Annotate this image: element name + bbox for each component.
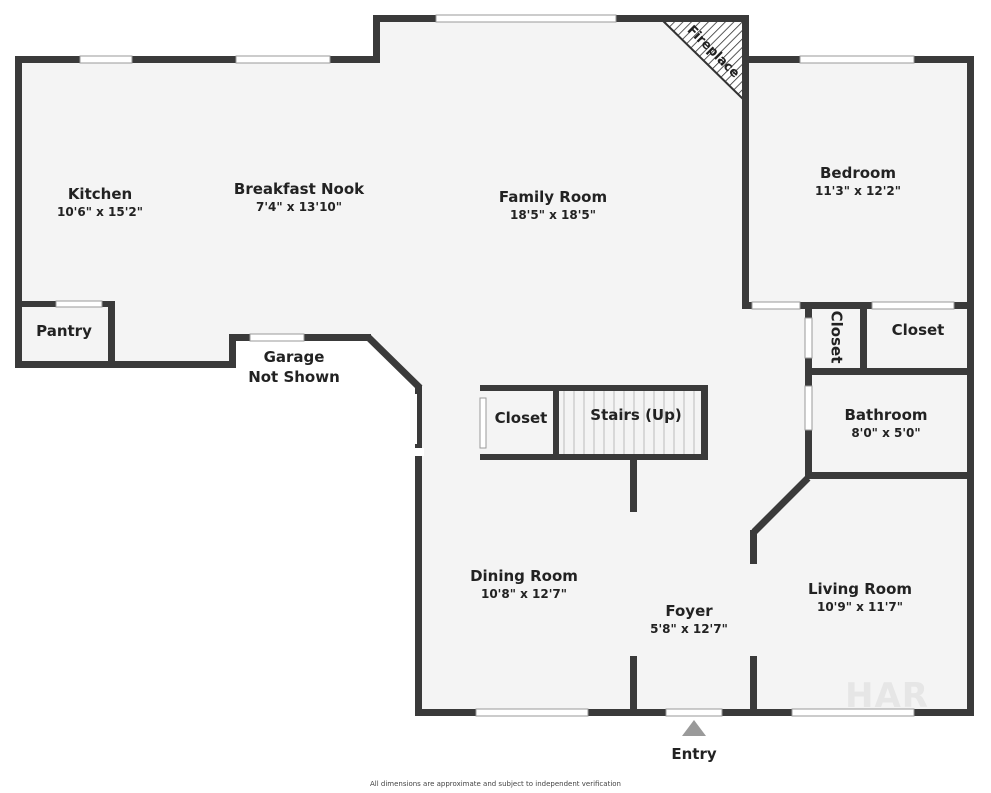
foyer-dims: 5'8" x 12'7" [650, 622, 728, 636]
kitchen-name: Kitchen [68, 185, 132, 203]
bedroom-name: Bedroom [820, 164, 896, 182]
closet-right-name: Closet [892, 321, 945, 339]
hall-closet-name: Closet [495, 409, 548, 427]
closet-vertical-name: Closet [828, 311, 846, 364]
living-room-name: Living Room [808, 580, 912, 598]
bath-door [804, 385, 813, 431]
dining-opening [413, 448, 424, 456]
dining-room-dims: 10'8" x 12'7" [481, 587, 567, 601]
breakfast-nook-dims: 7'4" x 13'10" [256, 200, 342, 214]
kitchen-dims: 10'6" x 15'2" [57, 205, 143, 219]
room-labels: Kitchen 10'6" x 15'2" Breakfast Nook 7'4… [36, 164, 944, 763]
entry-label: Entry [671, 745, 716, 763]
pantry-name: Pantry [36, 322, 92, 340]
breakfast-nook-name: Breakfast Nook [234, 180, 365, 198]
closet-vert-door [804, 317, 813, 359]
garage-label-line2: Not Shown [248, 368, 340, 386]
closet-door [871, 301, 955, 310]
living-window [791, 708, 915, 717]
stairs-treads [563, 391, 695, 454]
windows [55, 14, 955, 717]
kitchen-window [79, 55, 133, 64]
family-window [435, 14, 617, 23]
stairs-name: Stairs (Up) [590, 406, 681, 424]
bedroom-door [751, 301, 801, 310]
entry-arrow-icon [682, 720, 706, 736]
entry-door [665, 708, 723, 717]
hall-closet-door [479, 397, 487, 449]
floor-area [18, 18, 970, 712]
walls [15, 15, 974, 716]
family-room-dims: 18'5" x 18'5" [510, 208, 596, 222]
garage-label-line1: Garage [264, 348, 325, 366]
bathroom-dims: 8'0" x 5'0" [851, 426, 920, 440]
bathroom-name: Bathroom [844, 406, 927, 424]
bedroom-window [799, 55, 915, 64]
dining-room-name: Dining Room [470, 567, 578, 585]
bedroom-dims: 11'3" x 12'2" [815, 184, 901, 198]
watermark: HAR [845, 676, 929, 716]
disclaimer: All dimensions are approximate and subje… [370, 780, 621, 788]
dining-opening-edge [413, 394, 417, 444]
family-room-name: Family Room [499, 188, 607, 206]
nook-window [235, 55, 331, 64]
dining-window [475, 708, 589, 717]
living-room-dims: 10'9" x 11'7" [817, 600, 903, 614]
pantry-door [55, 300, 103, 308]
foyer-name: Foyer [665, 602, 713, 620]
garage-door [249, 333, 305, 342]
